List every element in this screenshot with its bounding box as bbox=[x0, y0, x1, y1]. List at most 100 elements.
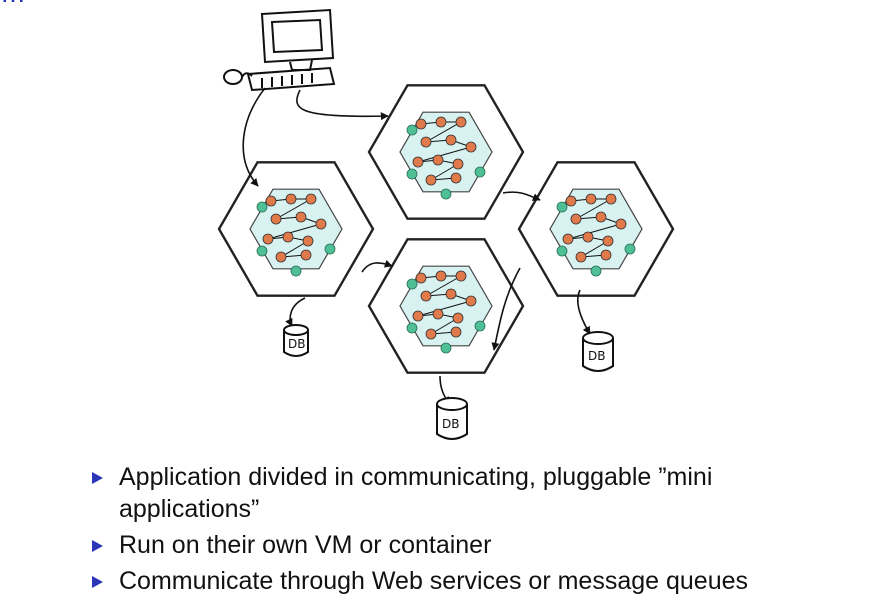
computer-icon bbox=[260, 8, 335, 71]
slide-title-fragment: … bbox=[0, 0, 260, 8]
flow-arrow bbox=[275, 198, 312, 220]
process-node bbox=[600, 249, 612, 261]
db-label: DB bbox=[588, 349, 605, 363]
process-node bbox=[445, 288, 457, 300]
process-node bbox=[465, 295, 477, 307]
bullet-marker-icon bbox=[92, 576, 103, 588]
interface-port bbox=[256, 245, 268, 257]
process-node bbox=[450, 172, 462, 184]
process-node bbox=[455, 270, 467, 282]
process-node bbox=[415, 118, 427, 130]
process-node bbox=[412, 310, 424, 322]
connection-right-to-bottom bbox=[491, 267, 521, 351]
interface-port bbox=[590, 265, 602, 277]
database-icon bbox=[582, 331, 614, 372]
process-node bbox=[465, 141, 477, 153]
process-node bbox=[302, 235, 314, 247]
database-left: DB bbox=[283, 324, 309, 357]
process-node bbox=[420, 290, 432, 302]
connection-top-to-right bbox=[502, 191, 541, 201]
bullet-text: Application divided in communicating, pl… bbox=[119, 463, 713, 523]
database-icon bbox=[436, 397, 468, 440]
bullet-marker-icon bbox=[92, 472, 103, 484]
flow-arrow bbox=[575, 198, 612, 220]
service-bottom bbox=[367, 238, 525, 374]
process-node bbox=[602, 235, 614, 247]
hexagon-inner bbox=[249, 188, 343, 270]
process-node bbox=[285, 193, 297, 205]
db-label: DB bbox=[442, 417, 459, 431]
process-node bbox=[595, 211, 607, 223]
process-node bbox=[582, 231, 594, 243]
interface-port bbox=[406, 278, 418, 290]
process-node bbox=[425, 328, 437, 340]
interface-port bbox=[474, 166, 486, 178]
process-node bbox=[575, 251, 587, 263]
bullet-item: Run on their own VM or container bbox=[92, 529, 852, 561]
service-left bbox=[217, 161, 375, 297]
bullet-item: Application divided in communicating, pl… bbox=[92, 461, 852, 525]
interface-port bbox=[440, 342, 452, 354]
process-node bbox=[425, 174, 437, 186]
process-node bbox=[445, 134, 457, 146]
db-label: DB bbox=[288, 337, 305, 351]
interface-port bbox=[556, 201, 568, 213]
interface-port bbox=[256, 201, 268, 213]
process-node bbox=[420, 136, 432, 148]
process-node bbox=[605, 193, 617, 205]
interface-port bbox=[474, 320, 486, 332]
process-node bbox=[435, 116, 447, 128]
process-node bbox=[315, 218, 327, 230]
process-node bbox=[455, 116, 467, 128]
service-right bbox=[517, 161, 675, 297]
service-hexagons bbox=[217, 84, 675, 374]
microservices-diagram: DB DB DB bbox=[217, 8, 675, 440]
process-node bbox=[615, 218, 627, 230]
process-node bbox=[265, 195, 277, 207]
keyboard-icon bbox=[246, 66, 336, 92]
hexagon-inner bbox=[399, 265, 493, 347]
process-node bbox=[282, 231, 294, 243]
interface-port bbox=[624, 243, 636, 255]
process-node bbox=[262, 233, 274, 245]
process-node bbox=[452, 312, 464, 324]
process-node bbox=[565, 195, 577, 207]
process-node bbox=[412, 156, 424, 168]
bullet-text: Communicate through Web services or mess… bbox=[119, 567, 749, 595]
bullet-marker-icon bbox=[92, 540, 103, 552]
flow-arrow bbox=[267, 223, 322, 241]
bullet-list: Application divided in communicating, pl… bbox=[92, 461, 852, 601]
connection-keyboard-to-top bbox=[296, 89, 389, 121]
process-node bbox=[432, 154, 444, 166]
interface-port bbox=[406, 168, 418, 180]
interface-port bbox=[324, 243, 336, 255]
database-icon bbox=[283, 324, 309, 357]
process-node bbox=[415, 272, 427, 284]
process-node bbox=[305, 193, 317, 205]
flow-arrow bbox=[425, 121, 462, 143]
process-node bbox=[295, 211, 307, 223]
process-node bbox=[452, 158, 464, 170]
bullet-text: Run on their own VM or container bbox=[119, 531, 492, 559]
interface-port bbox=[290, 265, 302, 277]
process-node bbox=[570, 213, 582, 225]
process-node bbox=[585, 193, 597, 205]
hexagon-inner bbox=[399, 111, 493, 193]
process-node bbox=[435, 270, 447, 282]
process-node bbox=[562, 233, 574, 245]
connection-right-to-db bbox=[576, 289, 591, 335]
service-top bbox=[367, 84, 525, 220]
interface-port bbox=[556, 245, 568, 257]
process-node bbox=[275, 251, 287, 263]
interface-port bbox=[406, 124, 418, 136]
process-node bbox=[450, 326, 462, 338]
interface-port bbox=[440, 188, 452, 200]
flow-arrow bbox=[417, 300, 472, 318]
mouse-icon bbox=[223, 69, 253, 85]
process-node bbox=[300, 249, 312, 261]
connection-keyboard-to-left bbox=[242, 87, 266, 187]
interface-port bbox=[406, 322, 418, 334]
process-node bbox=[432, 308, 444, 320]
process-node bbox=[270, 213, 282, 225]
connection-left-to-db bbox=[285, 297, 306, 327]
